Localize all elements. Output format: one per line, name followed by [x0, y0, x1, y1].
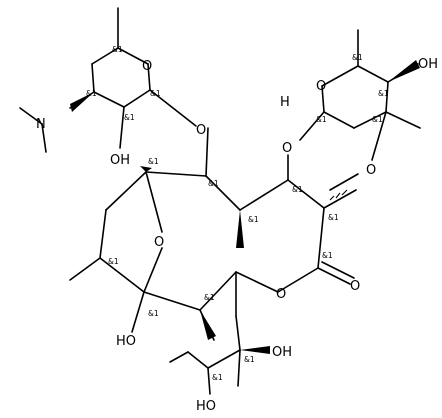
atom-oh-c12: OH	[272, 345, 292, 360]
stereo-label: &1	[322, 251, 333, 260]
atom-o-glyco2: O	[282, 141, 292, 156]
stereo-label: &1	[328, 213, 339, 222]
macrolide-ring	[69, 127, 357, 395]
stereo-descriptors: &1 &1 &1 &1 &1 &1 &1 &1 &1 &1 &1 &1 &1 &…	[86, 45, 389, 382]
stereo-label: &1	[150, 89, 161, 98]
stereo-label: &1	[212, 373, 223, 382]
stereo-label: &1	[208, 179, 219, 188]
stereo-label: &1	[244, 355, 255, 364]
stereo-bonds	[70, 60, 420, 354]
stereo-label: &1	[352, 53, 363, 62]
atom-o-sugar1: O	[142, 59, 152, 74]
stereo-label: &1	[112, 45, 123, 54]
stereo-label: &1	[372, 115, 383, 124]
atom-o-sugar2: O	[316, 79, 326, 94]
atom-o-methoxy: O	[366, 163, 376, 178]
atom-labels: O O N OH O OH O H O O O O HO OH HO	[36, 57, 438, 414]
stereo-label: &1	[108, 257, 119, 266]
stereo-label: &1	[124, 113, 135, 122]
atom-n: N	[36, 117, 46, 132]
atom-o-ring: O	[276, 287, 286, 302]
atom-ho-c13: HO	[196, 399, 216, 414]
stereo-label: &1	[204, 293, 215, 302]
atom-oh-sugar1: OH	[110, 153, 130, 168]
desosamine-ring	[19, 7, 197, 153]
stereo-label: &1	[148, 157, 159, 166]
atom-ho-hemiketal: HO	[116, 334, 136, 349]
stereo-label: &1	[378, 89, 389, 98]
atom-o-bridge: O	[154, 235, 164, 250]
stereo-label: &1	[86, 89, 97, 98]
atom-oh-sugar2: OH	[418, 57, 438, 72]
stereo-label: &1	[248, 215, 259, 224]
atom-h-anomeric: H	[280, 95, 290, 110]
atom-o-glyco1: O	[196, 123, 206, 138]
stereo-label: &1	[316, 115, 327, 124]
stereo-label: &1	[148, 309, 159, 318]
stereo-label: &1	[292, 185, 303, 194]
atom-o-carbonyl: O	[350, 279, 360, 294]
